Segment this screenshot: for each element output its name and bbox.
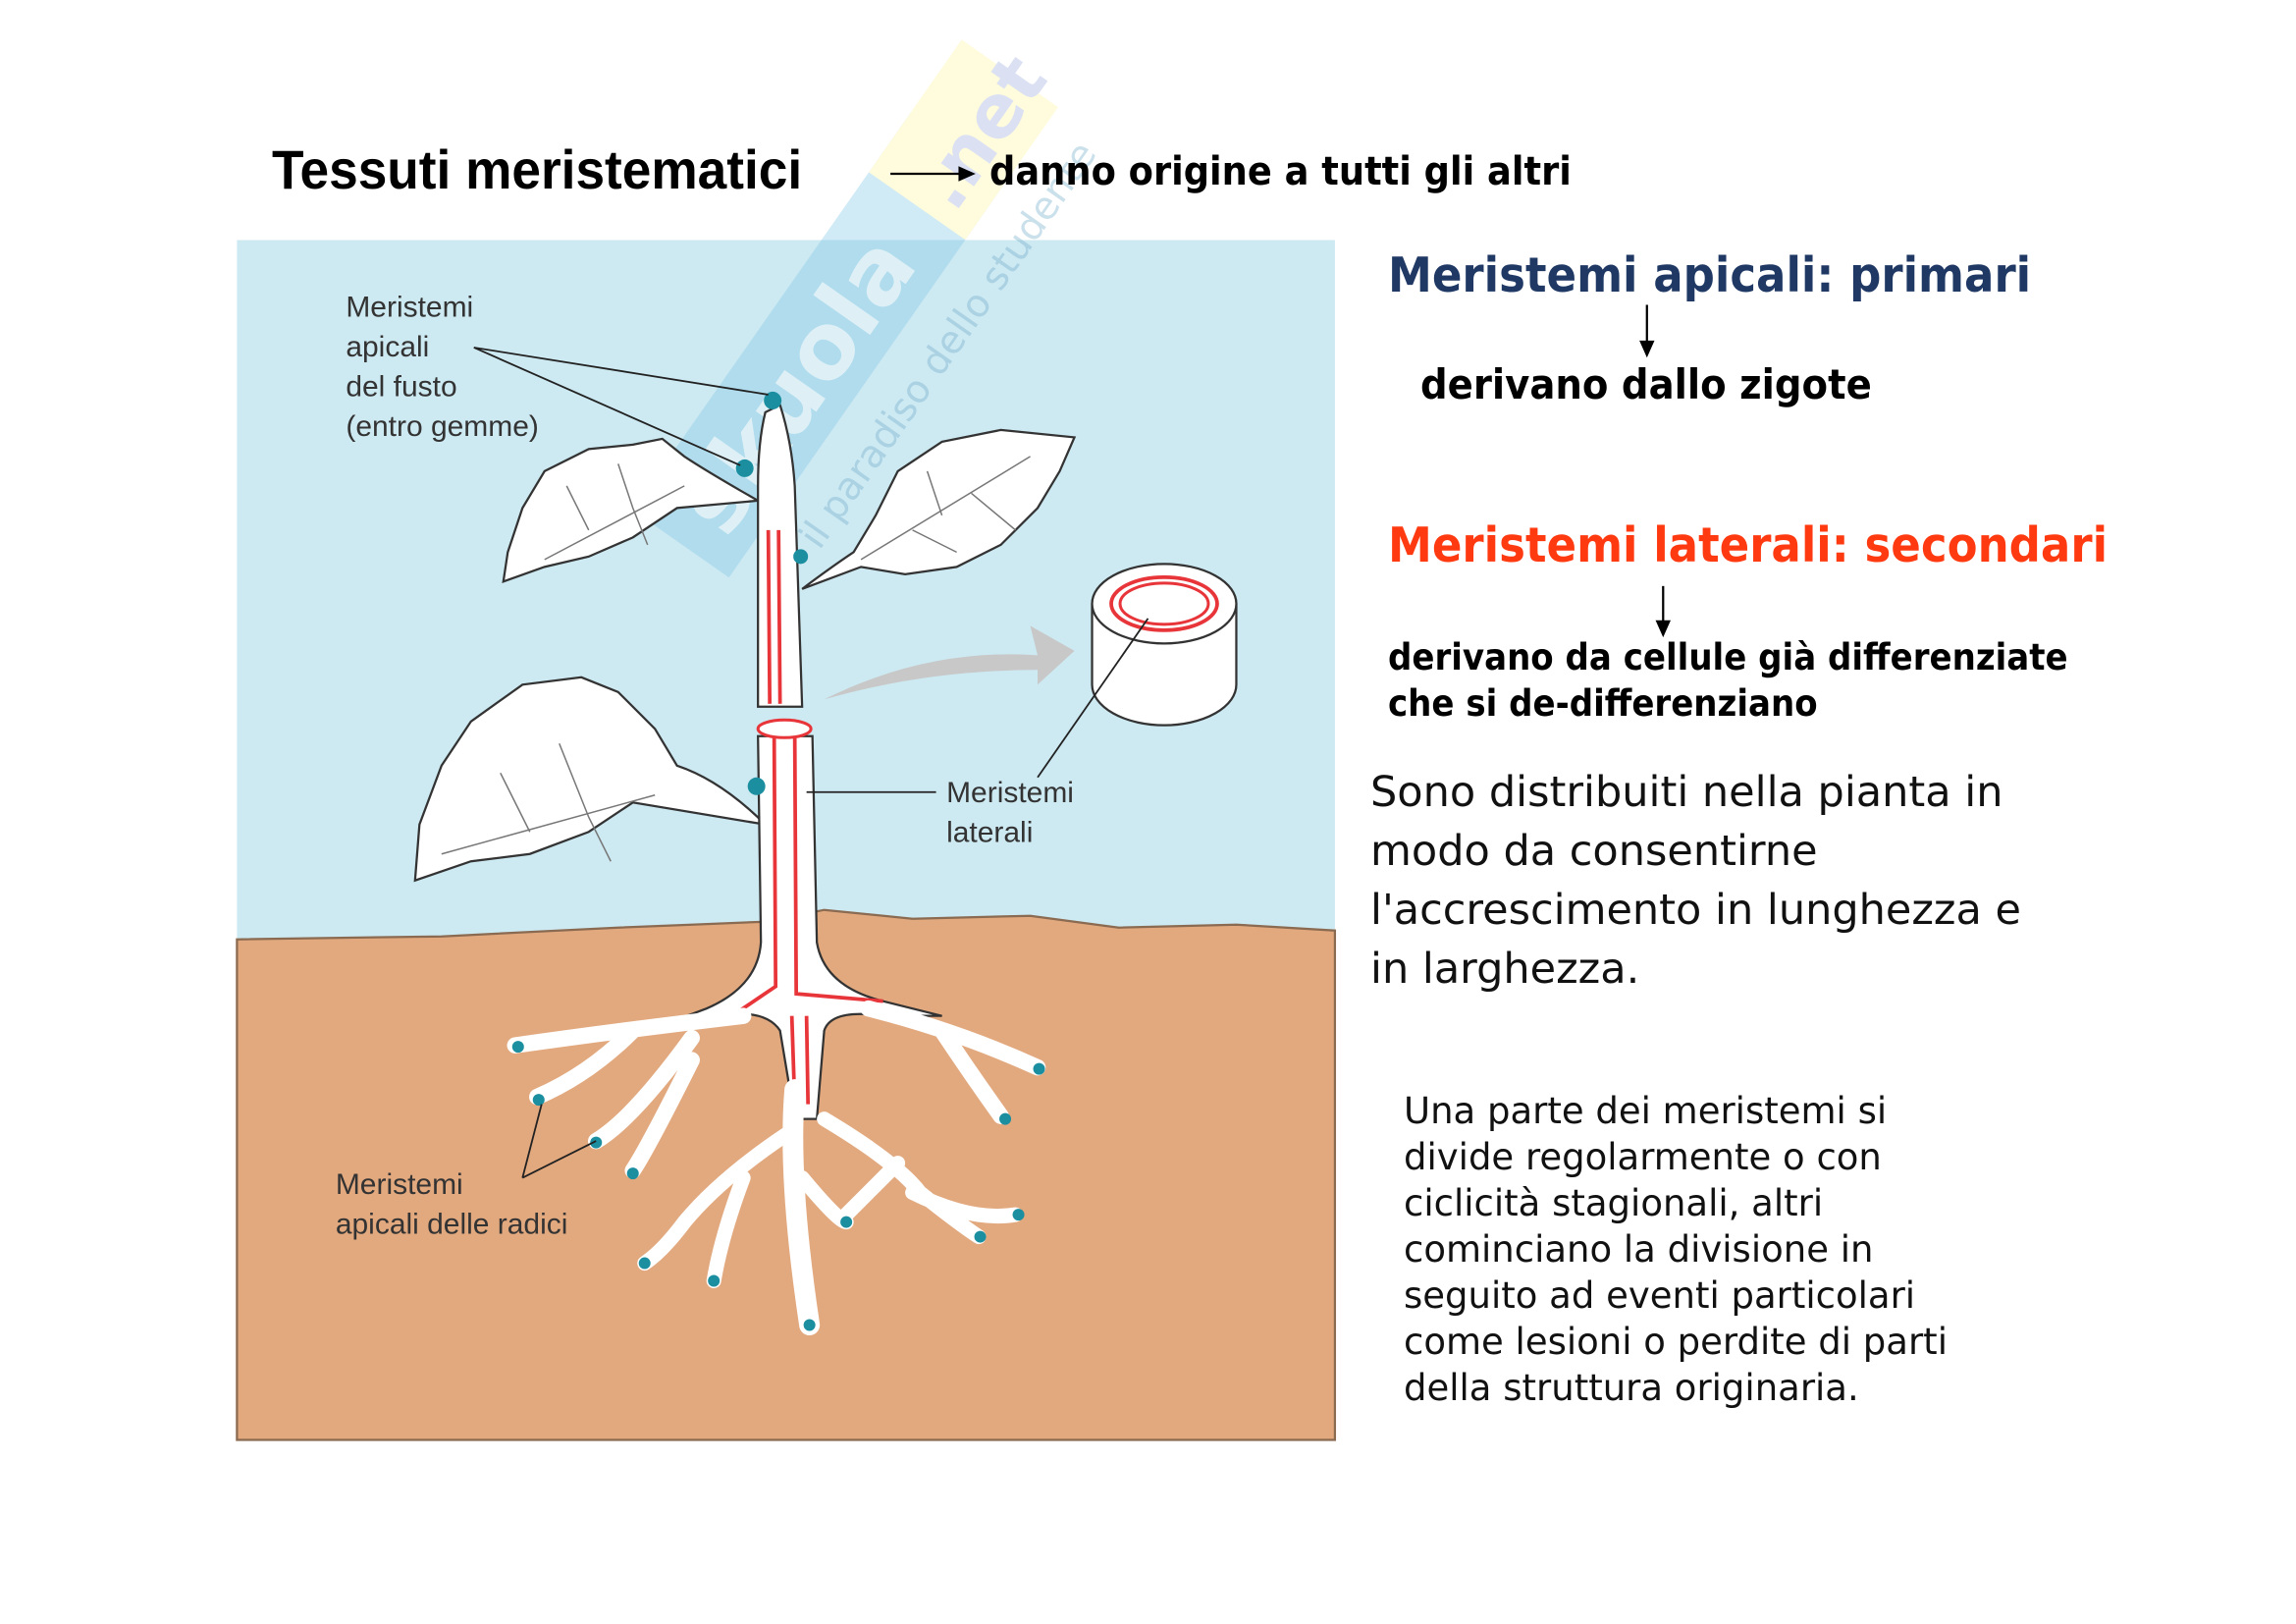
stem-cross-section-cylinder <box>1091 563 1238 727</box>
leaves <box>413 428 1077 883</box>
label-line: (entro gemme) <box>346 410 539 443</box>
stem <box>647 403 942 1120</box>
label-pointer-lines <box>473 347 1149 1179</box>
magnify-arrow-icon <box>824 625 1075 700</box>
label-line: apicali <box>346 331 429 363</box>
label-shoot-apical-meristems: Meristemi apicali del fusto (entro gemme… <box>346 291 539 442</box>
text-line: seguito ad eventi particolari <box>1404 1274 1916 1317</box>
division-paragraph: Una parte dei meristemi si divide regola… <box>1404 1088 1953 1411</box>
lateral-meristems-heading: Meristemi laterali: secondari <box>1388 517 2109 573</box>
label-root-apical-meristems: Meristemi apicali delle radici <box>336 1168 568 1240</box>
text-line: Una parte dei meristemi si <box>1404 1090 1888 1132</box>
text-line: Sono distribuiti nella pianta in <box>1370 768 2003 817</box>
label-line: Meristemi <box>346 291 473 323</box>
apical-bud-top <box>764 391 782 409</box>
text-line: ciclicità stagionali, altri <box>1404 1182 1824 1224</box>
text-line: in larghezza. <box>1370 945 1640 994</box>
text-line: derivano da cellule già differenziate <box>1388 636 2068 678</box>
leaf-upper-right <box>801 428 1077 590</box>
text-line: come lesioni o perdite di parti <box>1404 1321 1948 1363</box>
distribution-paragraph: Sono distribuiti nella pianta in modo da… <box>1370 763 2057 999</box>
arrow-down-icon <box>1655 585 1672 638</box>
meristem-tips <box>511 391 1045 1331</box>
page-title: Tessuti meristematici <box>272 138 803 200</box>
label-line: Meristemi <box>946 777 1074 809</box>
leaf-upper-left <box>502 437 762 584</box>
text-line: l'accrescimento in lunghezza e <box>1370 886 2021 935</box>
arrow-down-icon <box>1639 304 1655 358</box>
arrow-right-icon <box>890 166 976 182</box>
label-line: laterali <box>946 817 1033 849</box>
lateral-derivation: derivano da cellule già differenziate ch… <box>1388 634 2068 727</box>
leaf-lower-left <box>413 676 769 883</box>
text-line: cominciano la divisione in <box>1404 1228 1874 1271</box>
label-lateral-meristems: Meristemi laterali <box>946 777 1074 848</box>
label-line: del fusto <box>346 370 456 403</box>
text-line: divide regolarmente o con <box>1404 1136 1882 1178</box>
roots <box>507 1000 1046 1336</box>
apical-derivation: derivano dallo zigote <box>1420 360 1872 408</box>
label-line: apicali delle radici <box>336 1209 568 1241</box>
apical-meristems-heading: Meristemi apicali: primari <box>1388 247 2032 303</box>
text-line: della struttura originaria. <box>1404 1367 1859 1409</box>
page-subtitle: danno origine a tutti gli altri <box>989 149 1572 194</box>
text-line: modo da consentirne <box>1370 827 1818 876</box>
text-line: che si de-differenziano <box>1388 682 1818 725</box>
label-line: Meristemi <box>336 1168 463 1201</box>
apical-bud-axillary <box>735 459 754 477</box>
leaf-veins <box>441 456 1031 862</box>
